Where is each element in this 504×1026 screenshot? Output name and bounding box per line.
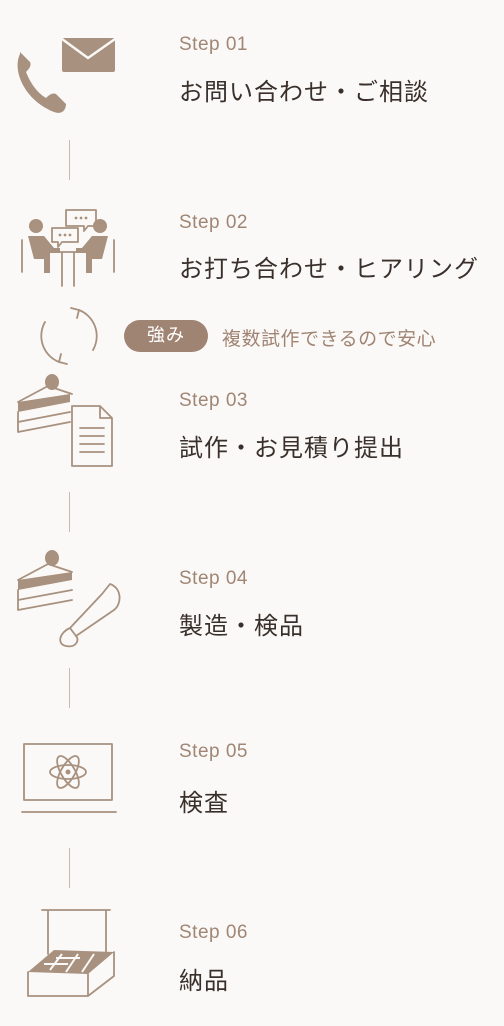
step-title: お問い合わせ・ご相談 xyxy=(179,78,429,106)
connector-line xyxy=(69,492,70,532)
step-label: Step 03 xyxy=(179,390,248,411)
cake-piping-bag-icon xyxy=(10,548,125,648)
meeting-icon xyxy=(10,192,125,292)
step-label: Step 01 xyxy=(179,34,248,55)
cake-document-icon xyxy=(10,372,125,472)
laptop-atom-icon xyxy=(10,728,125,828)
connector-line xyxy=(69,140,70,180)
step-label: Step 04 xyxy=(179,568,248,589)
step-label: Step 02 xyxy=(179,212,248,233)
step-title: 検査 xyxy=(179,789,229,817)
step-label: Step 06 xyxy=(179,922,248,943)
step-title: お打ち合わせ・ヒアリング xyxy=(179,255,479,283)
delivery-box-icon xyxy=(10,906,125,1006)
step-title: 製造・検品 xyxy=(179,612,304,640)
step-title: 納品 xyxy=(179,967,229,995)
cycle-arrows-icon xyxy=(33,300,105,372)
step-label: Step 05 xyxy=(179,741,248,762)
phone-mail-icon xyxy=(10,30,125,130)
strength-text: 複数試作できるので安心 xyxy=(222,328,437,350)
step-title: 試作・お見積り提出 xyxy=(179,434,404,462)
connector-line xyxy=(69,668,70,708)
connector-line xyxy=(69,848,70,888)
strength-badge: 強み xyxy=(124,320,208,352)
strength-banner: 強み 複数試作できるので安心 xyxy=(0,300,504,372)
